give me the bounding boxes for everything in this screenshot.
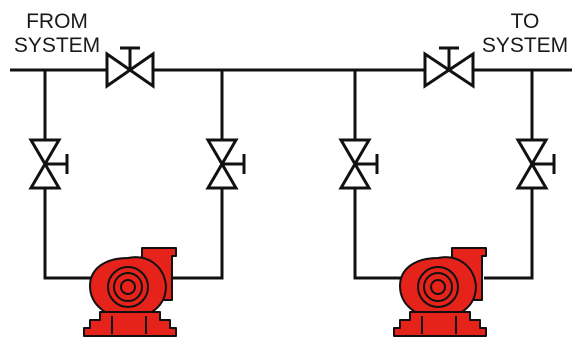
- to-system-label: TO SYSTEM: [474, 10, 576, 58]
- left-header-valve-icon: [105, 46, 155, 89]
- branch-valve-2-icon: [205, 138, 246, 190]
- right-header-valve-icon: [423, 46, 475, 89]
- left-pump-icon: [83, 247, 177, 337]
- branch-valve-1-icon: [28, 138, 69, 190]
- from-system-label: FROM SYSTEM: [10, 10, 104, 58]
- from-system-label-line2: SYSTEM: [13, 34, 101, 57]
- to-system-label-line1: TO: [510, 10, 540, 33]
- branch-pipes: [43, 70, 534, 280]
- right-pump-icon: [393, 247, 487, 337]
- branch-valve-4-icon: [515, 138, 556, 190]
- branch-valve-3-icon: [338, 138, 379, 190]
- to-system-label-line2: SYSTEM: [481, 34, 569, 57]
- from-system-label-line1: FROM: [26, 10, 88, 33]
